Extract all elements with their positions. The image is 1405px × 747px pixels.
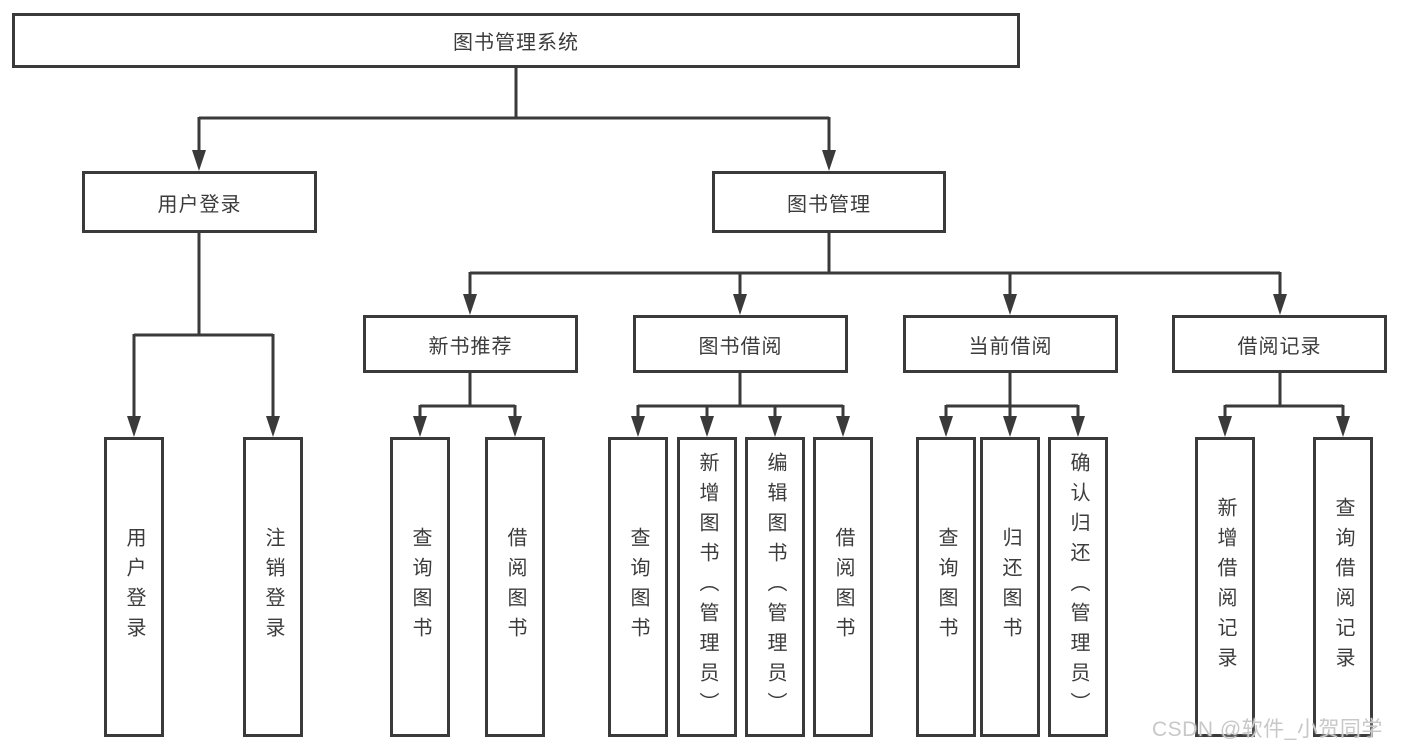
node-book-borrowing-label: 图书借阅 xyxy=(698,335,783,358)
node-book-borrowing: 图书借阅 xyxy=(633,315,848,373)
node-current-borrowing: 当前借阅 xyxy=(903,315,1118,373)
leaf-query-books-recommend-label: 查询图书 xyxy=(409,527,431,647)
leaf-query-books-recommend: 查询图书 xyxy=(390,437,450,737)
node-new-book-recommend: 新书推荐 xyxy=(363,315,578,373)
leaf-query-books-current: 查询图书 xyxy=(916,437,976,737)
leaf-logout: 注销登录 xyxy=(243,437,303,737)
leaf-return-book: 归还图书 xyxy=(980,437,1040,737)
leaf-query-books-borrowing: 查询图书 xyxy=(608,437,668,737)
leaf-query-borrow-record: 查询借阅记录 xyxy=(1313,437,1373,737)
leaf-edit-book-admin-label: 编辑图书（管理员） xyxy=(764,452,786,722)
leaf-edit-book-admin: 编辑图书（管理员） xyxy=(745,437,805,737)
node-root-system: 图书管理系统 xyxy=(12,13,1020,68)
leaf-add-book-admin-label: 新增图书（管理员） xyxy=(696,452,718,722)
node-book-management: 图书管理 xyxy=(712,171,946,233)
node-root-label: 图书管理系统 xyxy=(453,32,579,54)
leaf-add-borrow-record: 新增借阅记录 xyxy=(1195,437,1255,737)
leaf-borrow-books-recommend-label: 借阅图书 xyxy=(504,527,526,647)
node-borrowing-records: 借阅记录 xyxy=(1172,315,1387,373)
leaf-return-book-label: 归还图书 xyxy=(999,527,1021,647)
leaf-add-book-admin: 新增图书（管理员） xyxy=(677,437,737,737)
leaf-query-borrow-record-label: 查询借阅记录 xyxy=(1332,497,1354,677)
node-book-management-label: 图书管理 xyxy=(787,193,871,216)
node-user-login: 用户登录 xyxy=(82,171,317,233)
node-new-book-recommend-label: 新书推荐 xyxy=(428,335,513,358)
node-current-borrowing-label: 当前借阅 xyxy=(968,335,1053,358)
leaf-query-books-borrowing-label: 查询图书 xyxy=(627,527,649,647)
leaf-query-books-current-label: 查询图书 xyxy=(935,527,957,647)
leaf-borrow-books-borrowing: 借阅图书 xyxy=(813,437,873,737)
leaf-user-login: 用户登录 xyxy=(104,437,164,737)
leaf-add-borrow-record-label: 新增借阅记录 xyxy=(1214,497,1236,677)
leaf-user-login-label: 用户登录 xyxy=(123,527,145,647)
leaf-borrow-books-borrowing-label: 借阅图书 xyxy=(832,527,854,647)
leaf-confirm-return-admin-label: 确认归还（管理员） xyxy=(1067,452,1089,722)
leaf-borrow-books-recommend: 借阅图书 xyxy=(485,437,545,737)
leaf-logout-label: 注销登录 xyxy=(262,527,284,647)
csdn-watermark: CSDN @软件_小贺同学 xyxy=(1152,718,1383,741)
leaf-confirm-return-admin: 确认归还（管理员） xyxy=(1048,437,1108,737)
node-borrowing-records-label: 借阅记录 xyxy=(1237,335,1322,358)
node-user-login-label: 用户登录 xyxy=(157,193,242,216)
